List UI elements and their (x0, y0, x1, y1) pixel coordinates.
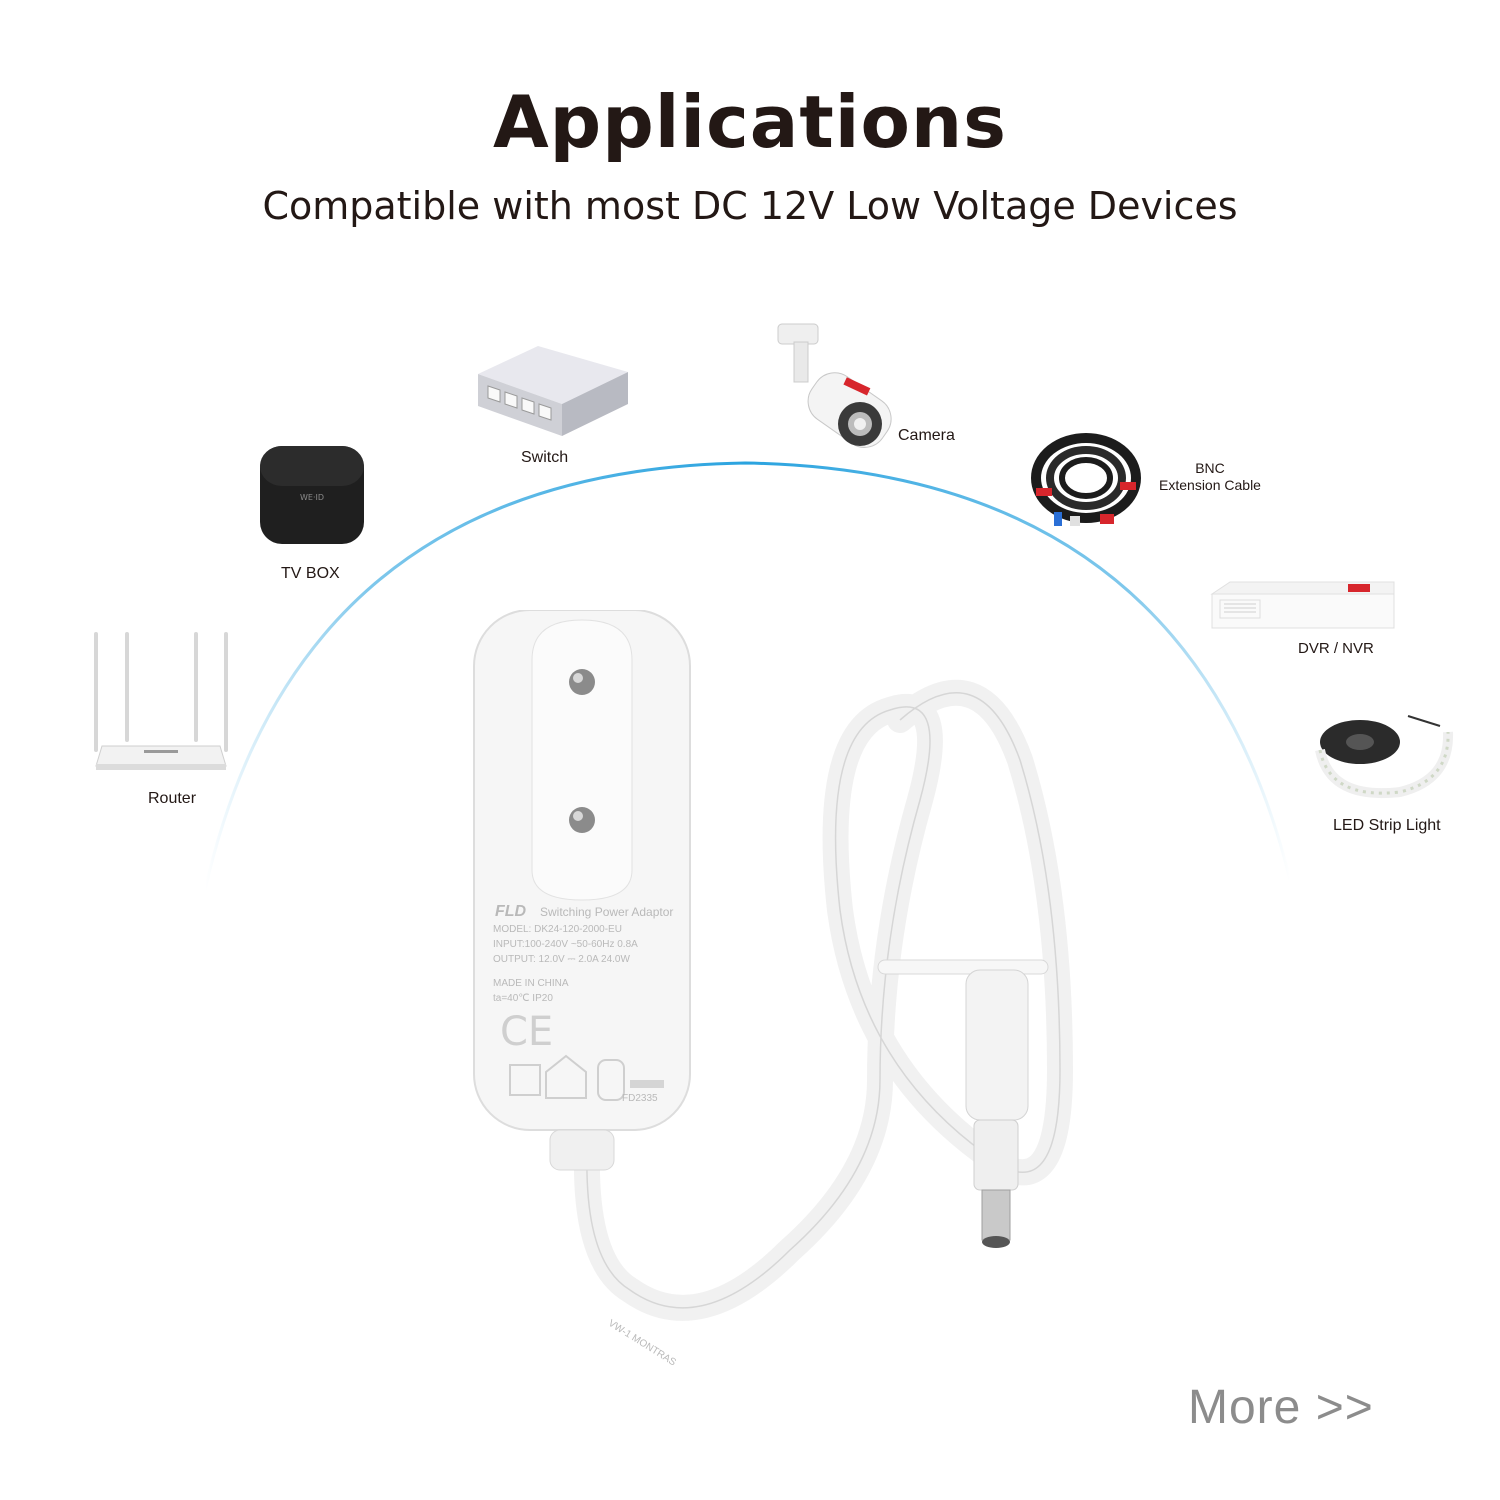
dvr-nvr-label: DVR / NVR (1298, 640, 1374, 657)
adapter-output: OUTPUT: 12.0V ⎓ 2.0A 24.0W (493, 954, 630, 965)
page-subtitle: Compatible with most DC 12V Low Voltage … (262, 184, 1238, 228)
page-title: Applications (492, 80, 1008, 164)
svg-text:CE: CE (500, 1009, 553, 1055)
bnc-cable-icon (1031, 433, 1141, 526)
tv-box-device: WE·ID (258, 444, 366, 548)
bnc-cable-device (1030, 432, 1142, 532)
network-switch-icon (478, 346, 628, 436)
adapter-code: FD2335 (622, 1093, 658, 1104)
svg-text:WE·ID: WE·ID (300, 493, 324, 502)
bnc-label-line1: BNC (1195, 460, 1225, 476)
security-camera-icon (777, 323, 892, 448)
router-icon (94, 632, 228, 770)
camera-label: Camera (898, 427, 955, 444)
tv-box-label: TV BOX (281, 565, 340, 582)
router-device (88, 628, 238, 778)
adapter-rating: ta=40℃ IP20 (493, 993, 553, 1004)
adapter-input: INPUT:100-240V ~50-60Hz 0.8A (493, 939, 638, 950)
camera-device (776, 320, 896, 450)
bnc-label-line2: Extension Cable (1159, 477, 1261, 493)
power-adapter-illustration: CE (473, 610, 1074, 1321)
router-label: Router (148, 790, 197, 807)
adapter-model: MODEL: DK24-120-2000-EU (493, 924, 622, 935)
switch-device (478, 344, 628, 440)
switch-label: Switch (521, 449, 569, 466)
led-strip-label: LED Strip Light (1333, 817, 1441, 834)
adapter-origin: MADE IN CHINA (493, 978, 569, 989)
led-strip-icon (1315, 715, 1454, 798)
adapter-brand: FLD (495, 903, 527, 920)
tv-box-icon: WE·ID (260, 446, 364, 544)
more-link[interactable]: More >> (1188, 1381, 1374, 1434)
led-strip-device (1310, 710, 1460, 806)
dvr-nvr-icon (1210, 581, 1395, 629)
dvr-nvr-device (1210, 580, 1396, 634)
adapter-name: Switching Power Adaptor (540, 905, 674, 919)
